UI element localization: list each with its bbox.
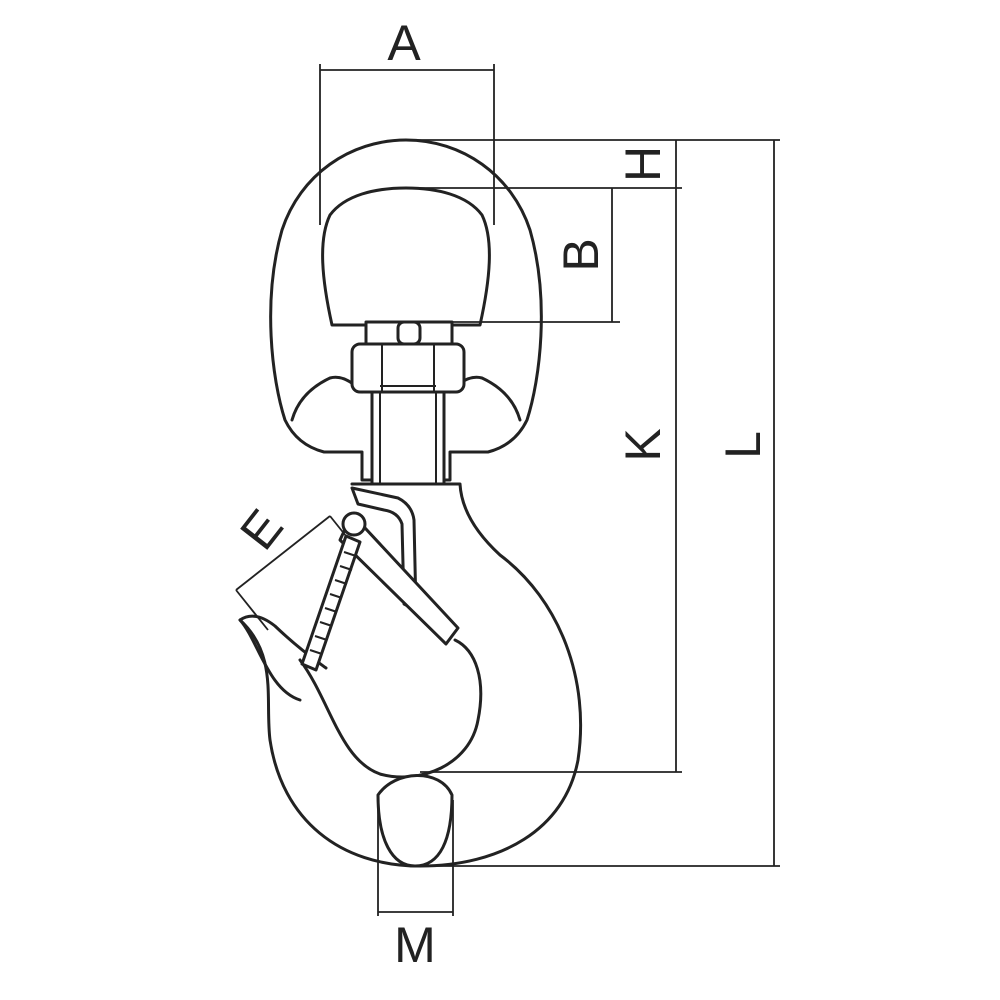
dim-e-ext-right	[329, 515, 347, 537]
nut-pin	[396, 320, 422, 346]
dimension-h: H	[406, 139, 780, 189]
dim-label-k: K	[615, 428, 671, 461]
hook-body	[238, 482, 583, 868]
hook-saddle	[376, 774, 454, 868]
hook-inner-throat	[298, 638, 483, 779]
shank-body	[370, 390, 446, 486]
eye-inner-opening	[321, 186, 491, 327]
dim-label-a: A	[387, 15, 421, 71]
eye-outer-outline	[269, 138, 543, 482]
dimension-b: B	[452, 188, 620, 323]
dimension-a: A	[319, 15, 495, 225]
dim-label-b: B	[553, 238, 609, 271]
dim-label-l: L	[715, 431, 771, 459]
dim-e-ext-left	[235, 589, 269, 631]
dimension-k: K	[420, 188, 682, 773]
dim-label-e: E	[229, 499, 294, 560]
dim-label-m: M	[394, 917, 436, 973]
swivel-nut	[350, 320, 466, 394]
safety-latch	[300, 486, 460, 672]
hook-tip-inner	[238, 618, 302, 702]
dim-label-h: H	[615, 146, 671, 182]
swivel-shank	[370, 390, 446, 486]
dim-e-line	[235, 515, 331, 591]
latch-pivot-pin	[341, 511, 367, 537]
hex-nut	[350, 342, 466, 394]
latch-spring-coils	[309, 551, 357, 655]
dimension-l: L	[420, 140, 780, 867]
dimension-m: M	[377, 800, 454, 973]
